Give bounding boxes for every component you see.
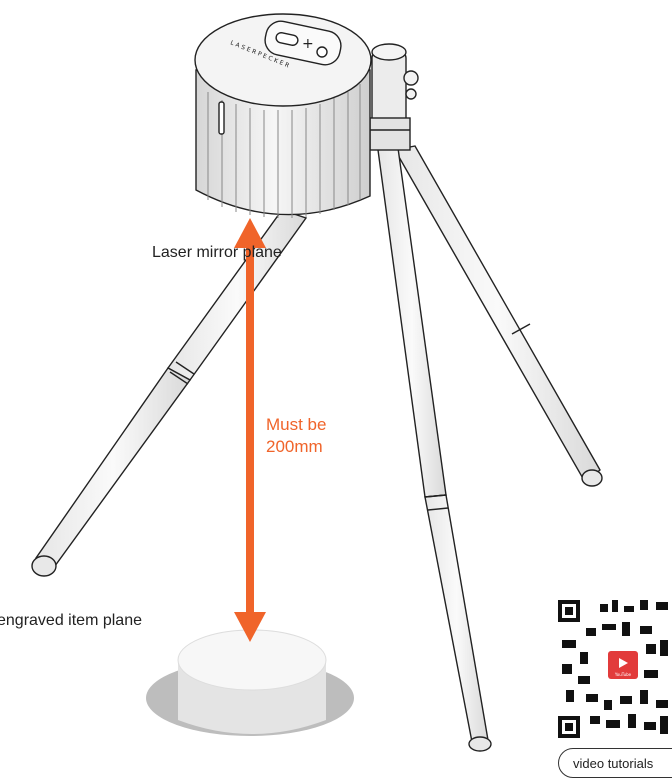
laser-engraver-body: + LASERPECKER: [194, 13, 372, 218]
distance-line-2: 200mm: [266, 437, 323, 456]
tripod-leg-left: [31, 209, 308, 577]
svg-text:+: +: [302, 36, 314, 52]
tripod-leg-front: [377, 147, 492, 752]
mirror-plane-label: Laser mirror plane: [152, 244, 282, 261]
qr-badge-text: YouTube: [614, 672, 632, 677]
distance-line-1: Must be: [266, 415, 327, 434]
engraved-item: [146, 629, 354, 736]
distance-label: Must be 200mm: [266, 414, 326, 458]
item-plane-label: engraved item plane: [0, 612, 142, 629]
distance-arrow: [234, 218, 266, 642]
tripod-head: [369, 43, 419, 151]
qr-code: YouTube: [556, 598, 672, 740]
video-tutorials-button[interactable]: video tutorials: [558, 748, 672, 778]
